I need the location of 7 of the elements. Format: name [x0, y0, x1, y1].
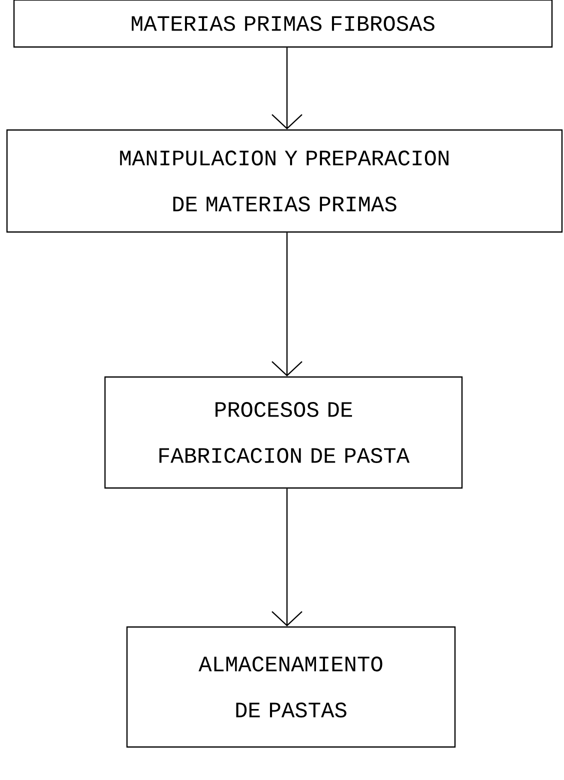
process-box: MANIPULACION Y PREPARACION DE MATERIAS PRIMAS	[6, 129, 563, 233]
process-box: MATERIAS PRIMAS FIBROSAS	[13, 0, 553, 48]
arrow	[272, 232, 302, 376]
arrow	[272, 48, 302, 130]
process-box: PROCESOS DE FABRICACION DE PASTA	[104, 376, 463, 489]
process-box: ALMACENAMIENTO DE PASTAS	[126, 626, 456, 748]
arrow	[272, 488, 302, 626]
